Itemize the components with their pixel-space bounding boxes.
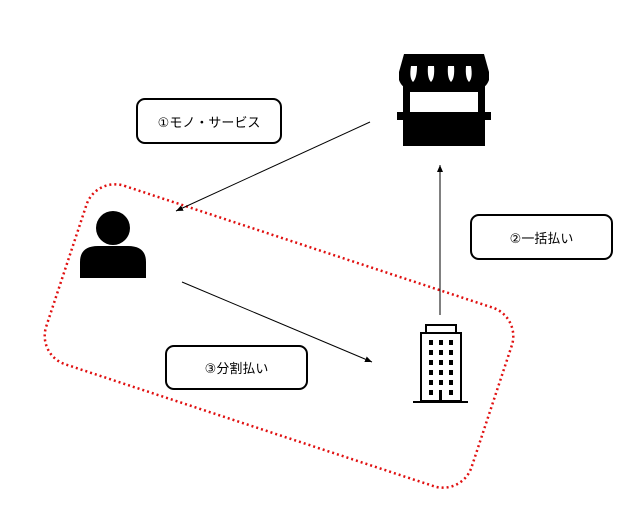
label-lump-sum-payment: ②一括払い — [470, 214, 613, 260]
person-icon — [80, 211, 146, 278]
label-goods-services: ①モノ・サービス — [136, 98, 282, 144]
store-icon — [397, 54, 491, 146]
arrow-goods-to-person — [175, 121, 371, 212]
building-icon — [413, 324, 468, 403]
arrow-person-to-company — [181, 281, 373, 363]
label-installment-payment: ③分割払い — [165, 345, 308, 390]
